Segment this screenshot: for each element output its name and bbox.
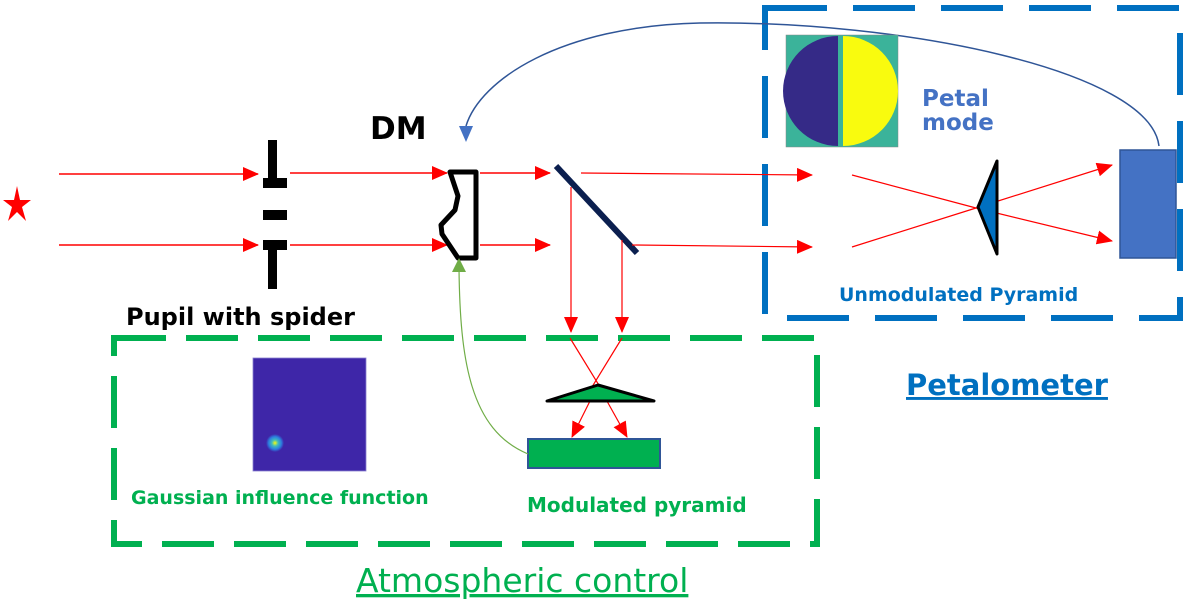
atmospheric-control-box bbox=[111, 335, 820, 547]
pupil-spider-icon bbox=[263, 140, 287, 289]
beamsplitter-icon bbox=[553, 163, 640, 256]
beam-cross-c bbox=[851, 174, 977, 209]
beam-to-detector-bottom bbox=[975, 207, 1113, 245]
beam-to-petalometer-bottom bbox=[631, 239, 813, 254]
beam-to-petalometer-top bbox=[580, 167, 813, 182]
modulated-detector-icon bbox=[527, 438, 661, 469]
star-icon bbox=[3, 186, 31, 221]
unmodulated-pyramid-prism-icon bbox=[976, 159, 999, 256]
gaussian-influence-label: Gaussian influence function bbox=[131, 487, 429, 509]
deformable-mirror-icon bbox=[438, 169, 479, 261]
petal-mode-label-line1: Petal bbox=[922, 86, 989, 112]
modulated-pyramid-label: Modulated pyramid bbox=[527, 493, 747, 517]
modulated-pyramid-prism-icon bbox=[545, 383, 656, 403]
gaussian-influence-map-icon bbox=[252, 357, 367, 472]
unmodulated-detector-icon bbox=[1119, 149, 1177, 259]
beam-cross-d bbox=[851, 207, 977, 248]
atmospheric-control-label: Atmospheric control bbox=[356, 561, 688, 600]
unmodulated-pyramid-label: Unmodulated Pyramid bbox=[839, 284, 1078, 306]
pupil-label: Pupil with spider bbox=[126, 303, 355, 331]
atmospheric-feedback-arrow bbox=[458, 267, 529, 455]
petalometer-label: Petalometer bbox=[906, 368, 1109, 402]
petal-feedback-arrow bbox=[465, 22, 1160, 147]
petal-feedback-arrowhead bbox=[459, 126, 473, 142]
petal-mode-label-line2: mode bbox=[922, 110, 994, 136]
petalometer-box bbox=[762, 5, 1183, 321]
petal-mode-map-icon bbox=[783, 34, 899, 148]
beam-to-detector-top bbox=[975, 162, 1113, 209]
dm-label: DM bbox=[370, 111, 427, 147]
atmospheric-feedback-arrowhead bbox=[452, 258, 466, 272]
